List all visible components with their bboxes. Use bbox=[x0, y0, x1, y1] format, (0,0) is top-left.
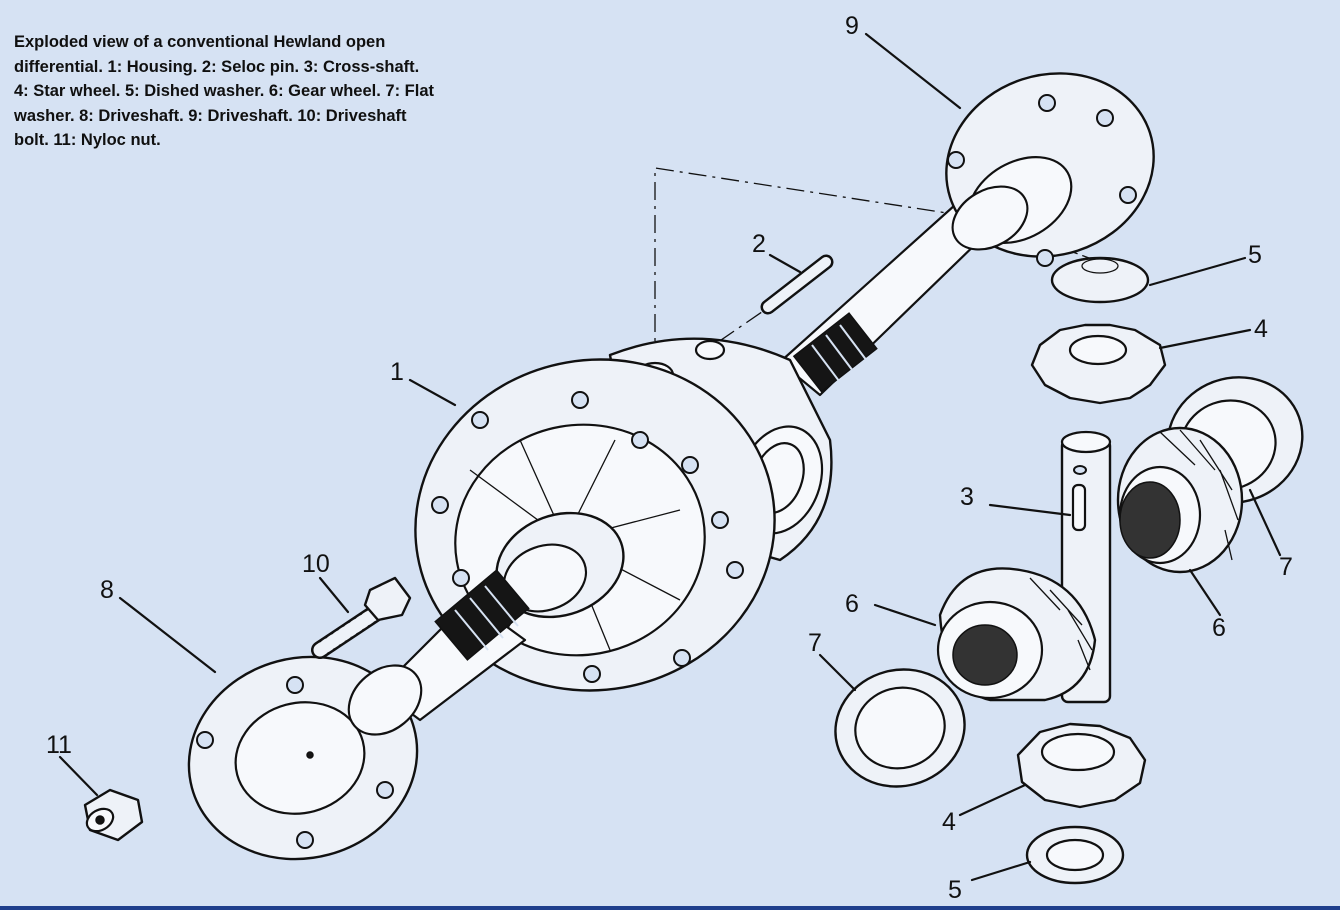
callout-dished-washer-bottom: 5 bbox=[948, 876, 962, 904]
dished-washer-top bbox=[1050, 256, 1150, 304]
nyloc-nut bbox=[83, 788, 144, 842]
driveshaft-right bbox=[778, 72, 1155, 397]
housing bbox=[414, 337, 833, 692]
callout-driveshaft-left: 8 bbox=[100, 576, 114, 604]
callout-nyloc-nut: 11 bbox=[46, 731, 72, 759]
gear-wheel-left bbox=[936, 567, 1097, 702]
star-wheel-bottom bbox=[1016, 722, 1147, 809]
flat-washer-left bbox=[834, 668, 966, 788]
driveshaft-right-splines bbox=[792, 312, 878, 393]
dished-washer-bottom bbox=[1025, 825, 1125, 885]
callout-numbers: 1 2 9 5 4 7 3 6 6 7 4 5 8 10 11 bbox=[46, 12, 1293, 904]
leader-lines bbox=[58, 32, 1282, 882]
callout-driveshaft-bolt: 10 bbox=[302, 550, 330, 578]
star-wheel-top bbox=[1030, 323, 1167, 405]
driveshaft-bolt bbox=[311, 576, 412, 659]
callout-housing: 1 bbox=[390, 358, 404, 386]
seloc-pin bbox=[760, 254, 834, 315]
callout-cross-shaft: 3 bbox=[960, 483, 974, 511]
callout-gear-wheel-left: 6 bbox=[845, 590, 859, 618]
callout-star-wheel-top: 4 bbox=[1254, 315, 1268, 343]
gear-wheel-right bbox=[1116, 426, 1244, 574]
callout-seloc-pin: 2 bbox=[752, 230, 766, 258]
driveshaft-left-splines bbox=[434, 569, 530, 661]
callout-gear-wheel-right: 6 bbox=[1212, 614, 1226, 642]
callout-star-wheel-bottom: 4 bbox=[942, 808, 956, 836]
callout-driveshaft-right: 9 bbox=[845, 12, 859, 40]
callout-flat-washer-left: 7 bbox=[808, 629, 822, 657]
housing-bolt-holes bbox=[431, 391, 744, 683]
callout-flat-washer-right: 7 bbox=[1279, 553, 1293, 581]
callout-dished-washer-top: 5 bbox=[1248, 241, 1262, 269]
figure-caption: Exploded view of a conventional Hewland … bbox=[14, 33, 434, 150]
driveshaft-left bbox=[187, 569, 530, 861]
bottom-rule bbox=[0, 906, 1340, 910]
